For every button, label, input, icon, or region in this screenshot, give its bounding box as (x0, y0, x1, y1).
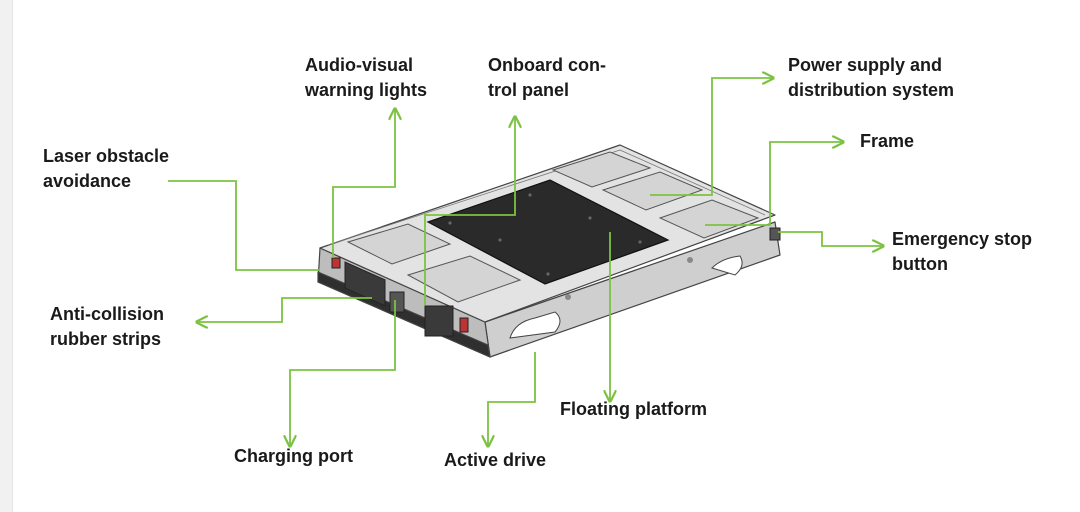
leader-lines (168, 78, 882, 445)
label-anti-collision-rubber-strips: Anti-collision rubber strips (50, 302, 164, 352)
label-laser-obstacle-avoidance: Laser obstacle avoidance (43, 144, 169, 194)
charging-port-block (389, 291, 405, 313)
left-front-panel (406, 255, 522, 303)
front-details (331, 227, 781, 337)
label-floating-platform: Floating platform (560, 397, 707, 422)
label-anti-collision-line2: rubber strips (50, 329, 162, 349)
right-panel-2 (601, 171, 704, 211)
label-charging-port: Charging port (234, 444, 353, 469)
laser-window-left (344, 261, 386, 307)
side-bolts (565, 257, 693, 300)
leader-power-supply (650, 78, 772, 196)
label-estop-line2: button (892, 254, 948, 274)
label-audio-visual-line2: warning lights (305, 80, 428, 100)
label-onboard-control-panel: Onboard con- trol panel (488, 53, 606, 103)
estop-button-block (769, 227, 781, 241)
label-estop-line1: Emergency stop (892, 229, 1033, 249)
warning-light-right (459, 317, 469, 333)
leader-frame (705, 142, 842, 226)
label-power-supply: Power supply and distribution system (788, 53, 954, 103)
platform-bolts (448, 193, 642, 276)
label-emergency-stop-button: Emergency stop button (892, 227, 1032, 277)
right-panel-3 (658, 199, 760, 239)
label-audio-visual-warning-lights: Audio-visual warning lights (305, 53, 427, 103)
drive-cutout-front (509, 311, 561, 339)
laser-window-right (424, 305, 454, 337)
warning-light-left (331, 257, 341, 269)
label-active-drive-line1: Active drive (444, 450, 547, 470)
label-onboard-line2: trol panel (488, 80, 570, 100)
label-active-drive: Active drive (444, 448, 546, 473)
leader-emergency-stop (778, 231, 882, 246)
floating-platform-plate (426, 179, 670, 285)
label-frame-line1: Frame (860, 131, 915, 151)
leader-active-drive (488, 352, 536, 445)
label-power-line1: Power supply and (788, 55, 943, 75)
drive-cutouts (509, 255, 743, 339)
leader-anti-collision (198, 297, 372, 322)
left-edge-strip (0, 0, 13, 512)
label-charging-line1: Charging port (234, 446, 353, 466)
label-laser-line2: avoidance (43, 171, 132, 191)
leader-onboard-control (424, 118, 515, 305)
leader-audio-visual (332, 110, 395, 258)
label-anti-collision-line1: Anti-collision (50, 304, 164, 324)
drive-cutout-rear (711, 255, 743, 276)
label-floating-line1: Floating platform (560, 399, 707, 419)
right-panel-1 (551, 151, 652, 188)
label-power-line2: distribution system (788, 80, 955, 100)
leader-laser (168, 180, 320, 271)
label-frame: Frame (860, 129, 914, 154)
label-audio-visual-line1: Audio-visual (305, 55, 414, 75)
label-onboard-line1: Onboard con- (488, 55, 606, 75)
label-laser-line1: Laser obstacle (43, 146, 170, 166)
leader-charging-port (290, 300, 396, 445)
